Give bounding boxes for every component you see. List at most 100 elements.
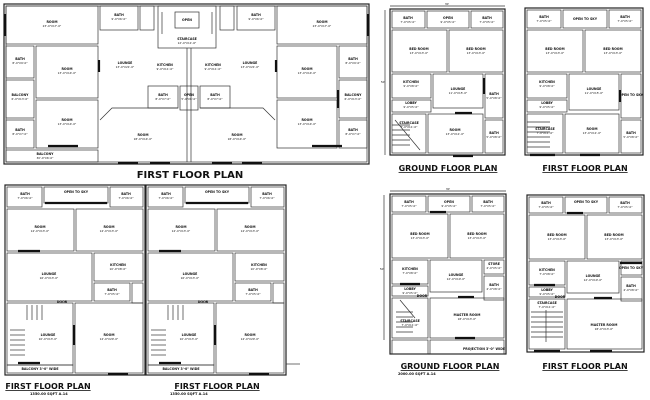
svg-text:ROOM: ROOM (301, 118, 312, 122)
svg-text:10'-0"X13'-0": 10'-0"X13'-0" (180, 337, 199, 341)
svg-text:30': 30' (445, 2, 450, 6)
svg-text:BATH: BATH (483, 200, 493, 204)
svg-text:1350.00 SQFT A.14: 1350.00 SQFT A.14 (170, 392, 208, 396)
svg-text:23'-0"X17'-0": 23'-0"X17'-0" (313, 24, 332, 28)
svg-text:KITCHEN: KITCHEN (110, 263, 126, 267)
svg-text:12'-0"X10'-0": 12'-0"X10'-0" (584, 278, 603, 282)
svg-text:OPEN TO SKY: OPEN TO SKY (619, 266, 644, 270)
svg-text:BATH: BATH (114, 13, 124, 17)
svg-text:13'-0"X14'-0": 13'-0"X14'-0" (58, 122, 77, 126)
svg-text:7'-0"X5'-0": 7'-0"X5'-0" (617, 19, 633, 23)
svg-text:BATH: BATH (539, 15, 549, 19)
svg-text:7'-0"X5'-0": 7'-0"X5'-0" (401, 204, 417, 208)
svg-text:OPEN: OPEN (184, 93, 194, 97)
svg-text:DOOR: DOOR (555, 295, 566, 299)
svg-text:2000.00 SQFT A.14: 2000.00 SQFT A.14 (398, 372, 436, 376)
svg-text:MASTER ROOM: MASTER ROOM (454, 313, 481, 317)
svg-text:13'-0"X14'-0": 13'-0"X14'-0" (298, 122, 317, 126)
svg-text:BATH: BATH (262, 192, 272, 196)
svg-text:BALCONY: BALCONY (12, 93, 30, 97)
svg-text:13'-0"X13'-0": 13'-0"X13'-0" (605, 237, 624, 241)
svg-text:7'-0"X5'-0": 7'-0"X5'-0" (536, 19, 552, 23)
svg-text:STAIRCASE: STAIRCASE (537, 301, 557, 305)
svg-text:OPEN: OPEN (182, 18, 192, 22)
plan-title: GROUND FLOOR PLAN (399, 164, 498, 173)
svg-text:14'-0"X13'-0": 14'-0"X13'-0" (241, 229, 260, 233)
svg-text:12'-0"X10'-0": 12'-0"X10'-0" (447, 277, 466, 281)
svg-text:BATH: BATH (620, 201, 630, 205)
svg-text:1350.00 SQFT A.14: 1350.00 SQFT A.14 (30, 392, 68, 396)
svg-text:BATH: BATH (20, 192, 30, 196)
plan-title: FIRST FLOOR PLAN (542, 164, 627, 173)
svg-text:BATH: BATH (626, 131, 636, 135)
svg-text:13'-0"X13'-0": 13'-0"X13'-0" (410, 51, 429, 55)
svg-text:9'-0"X5'-0": 9'-0"X5'-0" (441, 204, 457, 208)
svg-text:13'-0"X13'-0": 13'-0"X13'-0" (411, 236, 430, 240)
svg-text:14'-0"X13'-0": 14'-0"X13'-0" (172, 229, 191, 233)
svg-text:BED ROOM: BED ROOM (410, 232, 429, 236)
svg-text:4'-0"X5'-0": 4'-0"X5'-0" (486, 266, 502, 270)
svg-text:LOUNGE: LOUNGE (183, 272, 198, 276)
svg-text:9'-0"X5'-0": 9'-0"X5'-0" (440, 20, 456, 24)
svg-text:BALCONY: BALCONY (37, 152, 55, 156)
svg-text:BATH: BATH (158, 93, 168, 97)
svg-text:ROOM: ROOM (586, 127, 597, 131)
svg-text:7'-0"X6'-0": 7'-0"X6'-0" (158, 196, 174, 200)
plan-b-ground-floor: 30' 50' BATH 7'-0"X5'-0" OPEN 9'-0"X5'-0… (381, 2, 506, 173)
svg-text:13'-0"X14'-0": 13'-0"X14'-0" (298, 71, 317, 75)
svg-text:OPEN TO SKY: OPEN TO SKY (573, 17, 598, 21)
plan-e-first-floor: BATH 7'-0"X6'-0" OPEN TO SKY BATH 7'-0"X… (145, 184, 300, 396)
svg-text:BATH: BATH (248, 288, 258, 292)
svg-text:LOUNGE: LOUNGE (449, 273, 464, 277)
svg-text:7'-0"X5'-0": 7'-0"X5'-0" (480, 204, 496, 208)
svg-text:BALCONY: BALCONY (345, 93, 363, 97)
svg-text:9'-0"X11'-0": 9'-0"X11'-0" (157, 67, 175, 71)
svg-text:LOUNGE: LOUNGE (243, 61, 258, 65)
room-label: ROOM (46, 20, 57, 24)
svg-text:13'-0"X13'-0": 13'-0"X13'-0" (467, 51, 486, 55)
svg-text:BATH: BATH (404, 200, 414, 204)
svg-text:10'-0"X8'-0": 10'-0"X8'-0" (251, 267, 269, 271)
svg-text:LOUNGE: LOUNGE (182, 333, 197, 337)
svg-text:BATH: BATH (489, 92, 499, 96)
svg-text:13'-0"X13'-0": 13'-0"X13'-0" (468, 236, 487, 240)
svg-text:8'-0"X9'-0": 8'-0"X9'-0" (345, 61, 361, 65)
svg-text:7'-0"X11'-0": 7'-0"X11'-0" (539, 305, 557, 309)
svg-text:10'-0"X13'-0": 10'-0"X13'-0" (39, 337, 58, 341)
svg-text:DOOR: DOOR (57, 300, 68, 304)
svg-text:BED ROOM: BED ROOM (466, 47, 485, 51)
svg-text:13'-0"X13'-0": 13'-0"X13'-0" (604, 51, 623, 55)
svg-text:LOBBY: LOBBY (541, 101, 553, 105)
plan-title: FIRST FLOOR PLAN (542, 362, 627, 371)
svg-text:LOBBY: LOBBY (541, 288, 553, 292)
svg-text:BATH: BATH (161, 192, 171, 196)
svg-text:BATH: BATH (482, 16, 492, 20)
svg-text:ROOM: ROOM (103, 225, 114, 229)
svg-text:7'-0"X6'-0": 7'-0"X6'-0" (259, 196, 275, 200)
svg-text:9'-0"X8'-0": 9'-0"X8'-0" (403, 84, 419, 88)
svg-text:5'-0"X8'-0": 5'-0"X8'-0" (623, 135, 639, 139)
svg-text:ROOM: ROOM (449, 128, 460, 132)
svg-text:9'-0"X5'-0": 9'-0"X5'-0" (403, 105, 419, 109)
svg-text:ROOM: ROOM (231, 133, 242, 137)
svg-text:STAIRCASE: STAIRCASE (177, 37, 197, 41)
svg-text:7'-0"X5'-0": 7'-0"X5'-0" (617, 205, 633, 209)
svg-text:PROJECTION 3'-0" WIDE: PROJECTION 3'-0" WIDE (463, 347, 505, 351)
svg-text:6'-0"X13'-0": 6'-0"X13'-0" (12, 97, 30, 101)
svg-text:BATH: BATH (348, 57, 358, 61)
plan-a-first-floor: ROOM 23'-0"X17'-0" BATH 9'-0"X6'-0" STAI… (3, 3, 370, 181)
svg-text:ROOM: ROOM (61, 67, 72, 71)
svg-text:23'-0"X17'-0": 23'-0"X17'-0" (43, 24, 62, 28)
svg-text:18'-0"X13'-0": 18'-0"X13'-0" (458, 317, 477, 321)
svg-text:8'-0"X7'-0": 8'-0"X7'-0" (207, 97, 223, 101)
svg-text:8'-0"X7'-0": 8'-0"X7'-0" (345, 132, 361, 136)
plan-title: GROUND FLOOR PLAN (401, 362, 500, 371)
svg-text:7'-0"X11'-0": 7'-0"X11'-0" (537, 131, 555, 135)
svg-text:KITCHEN: KITCHEN (205, 63, 221, 67)
plan-f-ground-floor: 30' 50' BATH 7'-0"X5'-0" OPEN 9'-0"X5'-0… (380, 187, 507, 376)
svg-text:DOOR: DOOR (198, 300, 209, 304)
svg-text:KITCHEN: KITCHEN (539, 80, 555, 84)
svg-text:11'-0"X15'-0": 11'-0"X15'-0" (585, 91, 604, 95)
svg-text:ROOM: ROOM (316, 20, 327, 24)
svg-text:7'-0"X5'-0": 7'-0"X5'-0" (104, 292, 120, 296)
